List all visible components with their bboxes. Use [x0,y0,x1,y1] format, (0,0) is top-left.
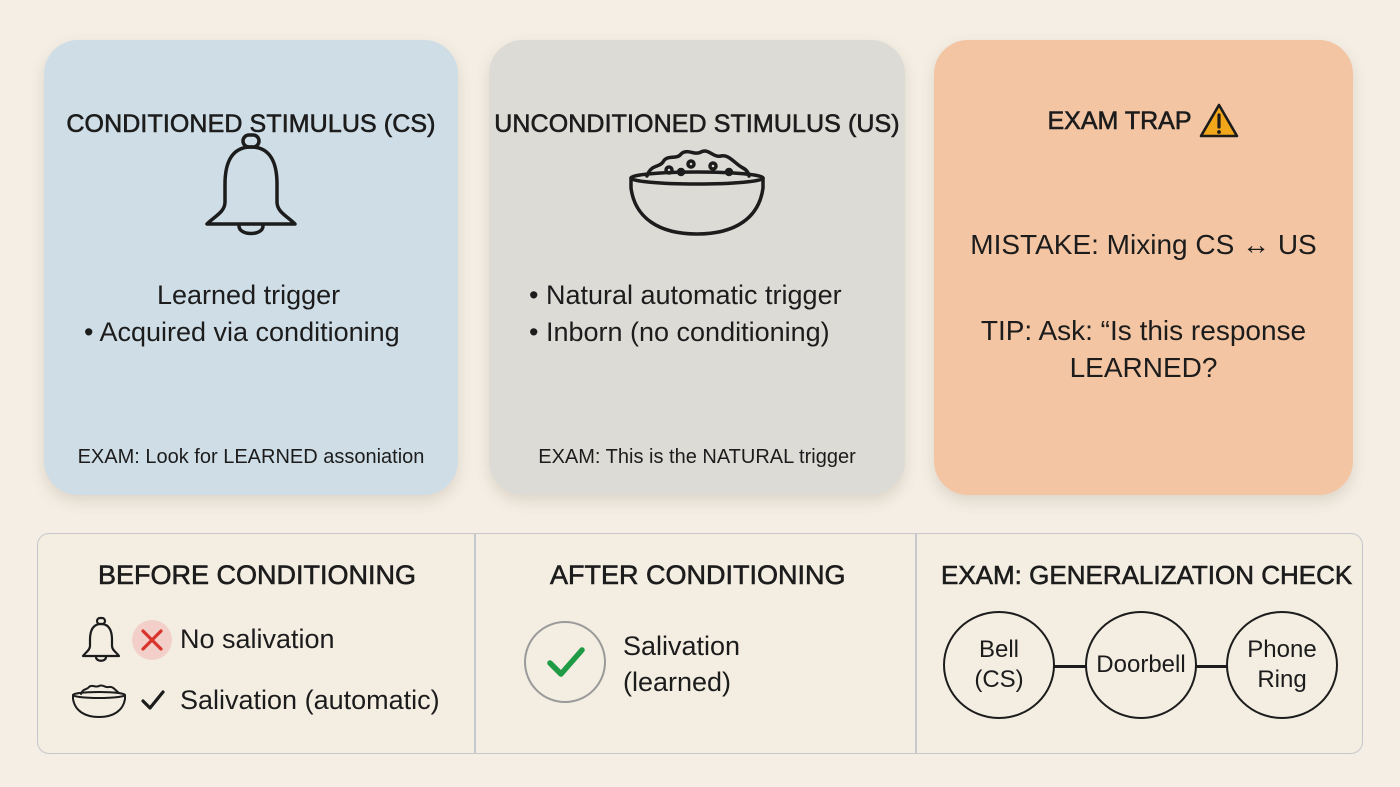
connector-line [1054,665,1088,668]
check-icon [141,690,165,710]
us-description: • Natural automatic trigger • Inborn (no… [489,277,905,351]
after-conditioning-title: AFTER CONDITIONING [550,560,846,591]
exam-trap-header: EXAM TRAP [934,102,1353,140]
card-exam-trap: EXAM TRAP MISTAKE: Mixing CS ↔ US TIP: A… [934,40,1353,495]
check-circle [524,621,606,703]
after-line-1: Salivation [623,631,741,661]
trap-mistake: MISTAKE: Mixing CS ↔ US [970,229,1317,260]
before-conditioning-title: BEFORE CONDITIONING [98,560,417,591]
after-result: Salivation (learned) [623,628,740,700]
node-line-1: Bell [978,636,1020,663]
card-title: EXAM TRAP [1047,106,1192,135]
cs-description: Learned trigger • Acquired via condition… [44,277,458,351]
cs-line-1: Learned trigger [157,280,341,310]
node-line-1: Doorbell [1096,651,1186,678]
connector-line [1196,665,1230,668]
card-unconditioned-stimulus: UNCONDITIONED STIMULUS (US) • Natural au… [489,40,905,495]
generalization-node-doorbell: Doorbell [1085,611,1197,719]
cs-exam-note: EXAM: Look for LEARNED assoniation [77,446,425,468]
before-row-1: No salivation [180,624,335,654]
before-row-2: Salivation (automatic) [180,685,440,715]
generalization-node-phone-ring: Phone Ring [1226,611,1338,719]
generalization-node-bell: Bell (CS) [943,611,1055,719]
food-bowl-icon [72,684,126,718]
us-line-1: • Natural automatic trigger [529,280,842,310]
check-icon [547,647,585,677]
warning-icon [1199,103,1238,138]
food-bowl-icon [629,149,765,236]
us-exam-note: EXAM: This is the NATURAL trigger [538,446,856,468]
generalization-title: EXAM: GENERALIZATION CHECK [941,560,1353,591]
bell-icon [81,616,121,662]
divider [474,534,476,753]
x-mark-icon [141,629,163,651]
conditioning-summary-panel: BEFORE CONDITIONING No salivation Saliva… [37,533,1363,754]
divider [915,534,917,753]
trap-tip-line-1: TIP: Ask: “Is this response [980,315,1307,346]
trap-tip: TIP: Ask: “Is this response LEARNED? [934,312,1353,386]
card-conditioned-stimulus: CONDITIONED STIMULUS (CS) Learned trigge… [44,40,458,495]
node-line-1: Phone [1247,636,1317,663]
bell-icon [205,133,297,236]
node-line-2: (CS) [974,666,1024,693]
card-title: UNCONDITIONED STIMULUS (US) [494,110,900,139]
after-line-2: (learned) [623,667,732,697]
node-line-2: Ring [1257,666,1307,693]
trap-tip-line-2: LEARNED? [1069,352,1218,383]
us-line-2: • Inborn (no conditioning) [529,317,830,347]
cs-line-2: • Acquired via conditioning [84,317,400,347]
